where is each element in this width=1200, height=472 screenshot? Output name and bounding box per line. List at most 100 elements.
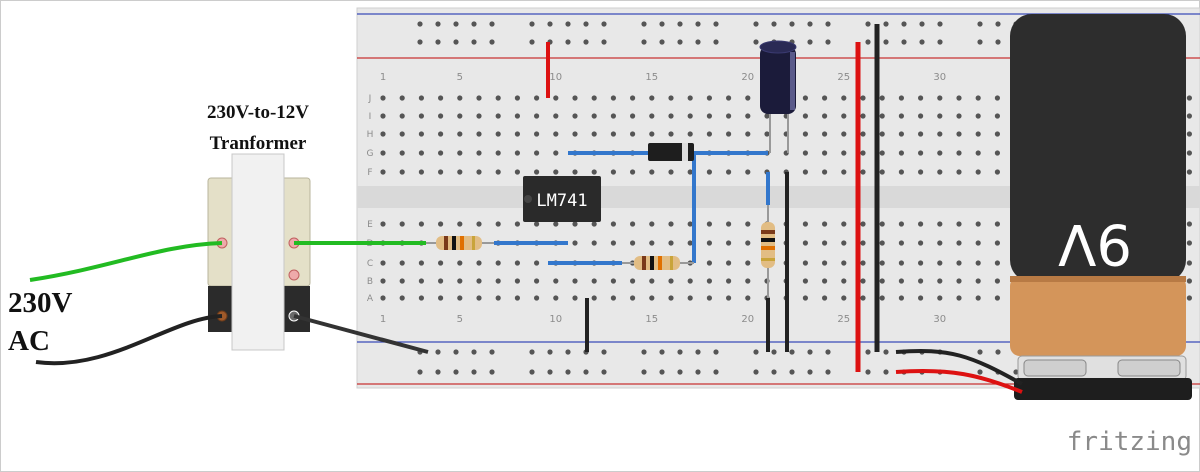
breadboard-hole (918, 95, 924, 101)
breadboard-hole (418, 260, 424, 266)
breadboard-hole (879, 113, 885, 119)
rail-hole (453, 21, 459, 27)
rail-hole (677, 369, 683, 375)
breadboard-hole (514, 278, 521, 284)
rail-hole (753, 21, 759, 27)
diode-stripe (682, 143, 688, 161)
breadboard-hole (514, 131, 521, 137)
breadboard-hole (841, 240, 847, 246)
breadboard-hole (879, 240, 885, 246)
breadboard-hole (476, 150, 482, 156)
breadboard-hole (860, 221, 866, 227)
breadboard-hole (649, 95, 655, 101)
row-letter: B (367, 277, 373, 287)
rail-hole (529, 21, 535, 27)
ac-wire-black (35, 314, 223, 366)
rail-hole (529, 39, 535, 45)
rail-hole (435, 21, 441, 27)
breadboard-hole (476, 113, 482, 119)
breadboard-hole (514, 113, 521, 119)
breadboard-hole (572, 113, 578, 119)
breadboard-hole (860, 260, 866, 266)
breadboard-hole (399, 260, 405, 266)
rail-hole (583, 21, 589, 27)
breadboard-hole (841, 150, 847, 156)
breadboard-hole (994, 150, 1001, 156)
rail-hole (883, 349, 889, 355)
r1-band-4 (472, 236, 475, 250)
battery-lead-red (895, 368, 1023, 394)
column-number: 5 (457, 72, 463, 83)
breadboard-hole (438, 169, 444, 175)
rail-hole (825, 21, 831, 27)
r3-band-1 (761, 230, 775, 234)
diode (648, 143, 694, 161)
breadboard-hole (457, 169, 463, 175)
breadboard-hole (726, 221, 732, 227)
breadboard-hole (534, 169, 540, 175)
breadboard-hole (937, 131, 943, 137)
secondary-wire-black (293, 314, 429, 354)
rail-hole (435, 349, 441, 355)
breadboard-hole (668, 221, 674, 227)
battery-terminal-positive (1117, 359, 1181, 377)
rail-hole (865, 39, 871, 45)
breadboard-hole (649, 240, 655, 246)
breadboard-hole (495, 260, 501, 266)
breadboard-hole (706, 169, 713, 175)
breadboard-hole (918, 131, 924, 137)
rail-hole (977, 369, 983, 375)
breadboard-hole (630, 278, 636, 284)
rail-hole (883, 369, 889, 375)
rail-hole (753, 39, 759, 45)
rail-hole (641, 369, 647, 375)
column-number: 20 (741, 314, 754, 325)
breadboard-hole (380, 131, 386, 137)
breadboard-hole (802, 295, 809, 301)
capacitor-stripe (790, 52, 795, 110)
breadboard-hole (1186, 95, 1192, 101)
breadboard-hole (553, 221, 559, 227)
breadboard-hole (764, 131, 770, 137)
fritzing-watermark: fritzing (1067, 427, 1192, 457)
breadboard-hole (802, 278, 809, 284)
breadboard-hole (687, 113, 693, 119)
breadboard-hole (591, 240, 597, 246)
breadboard-hole (706, 295, 713, 301)
breadboard-hole (495, 131, 501, 137)
capacitor-top (759, 40, 797, 54)
breadboard-hole (994, 295, 1001, 301)
breadboard-hole (918, 295, 924, 301)
breadboard-hole (514, 221, 521, 227)
rail-hole (435, 369, 441, 375)
breadboard-hole (1186, 260, 1192, 266)
breadboard-hole (1186, 240, 1192, 246)
breadboard-hole (495, 221, 501, 227)
rail-hole (659, 349, 665, 355)
column-number: 15 (645, 72, 658, 83)
breadboard-hole (495, 95, 501, 101)
breadboard-hole (495, 113, 501, 119)
breadboard-hole (457, 295, 463, 301)
breadboard-hole (706, 131, 713, 137)
breadboard-hole (822, 278, 828, 284)
rail-hole (471, 369, 477, 375)
breadboard-hole (649, 221, 655, 227)
r1-band-3 (460, 236, 464, 250)
breadboard-hole (610, 113, 617, 119)
rail-hole (641, 39, 647, 45)
column-number: 1 (380, 72, 386, 83)
r3-band-2 (761, 238, 775, 242)
breadboard-hole (399, 295, 405, 301)
rail-hole (995, 39, 1001, 45)
breadboard-hole (860, 240, 866, 246)
battery-copper-section (1010, 276, 1186, 356)
rail-hole (417, 39, 423, 45)
rail-hole (601, 39, 607, 45)
rail-hole (919, 39, 925, 45)
breadboard-hole (822, 260, 828, 266)
breadboard-hole (956, 240, 962, 246)
breadboard-hole (630, 221, 636, 227)
breadboard-hole (764, 113, 770, 119)
